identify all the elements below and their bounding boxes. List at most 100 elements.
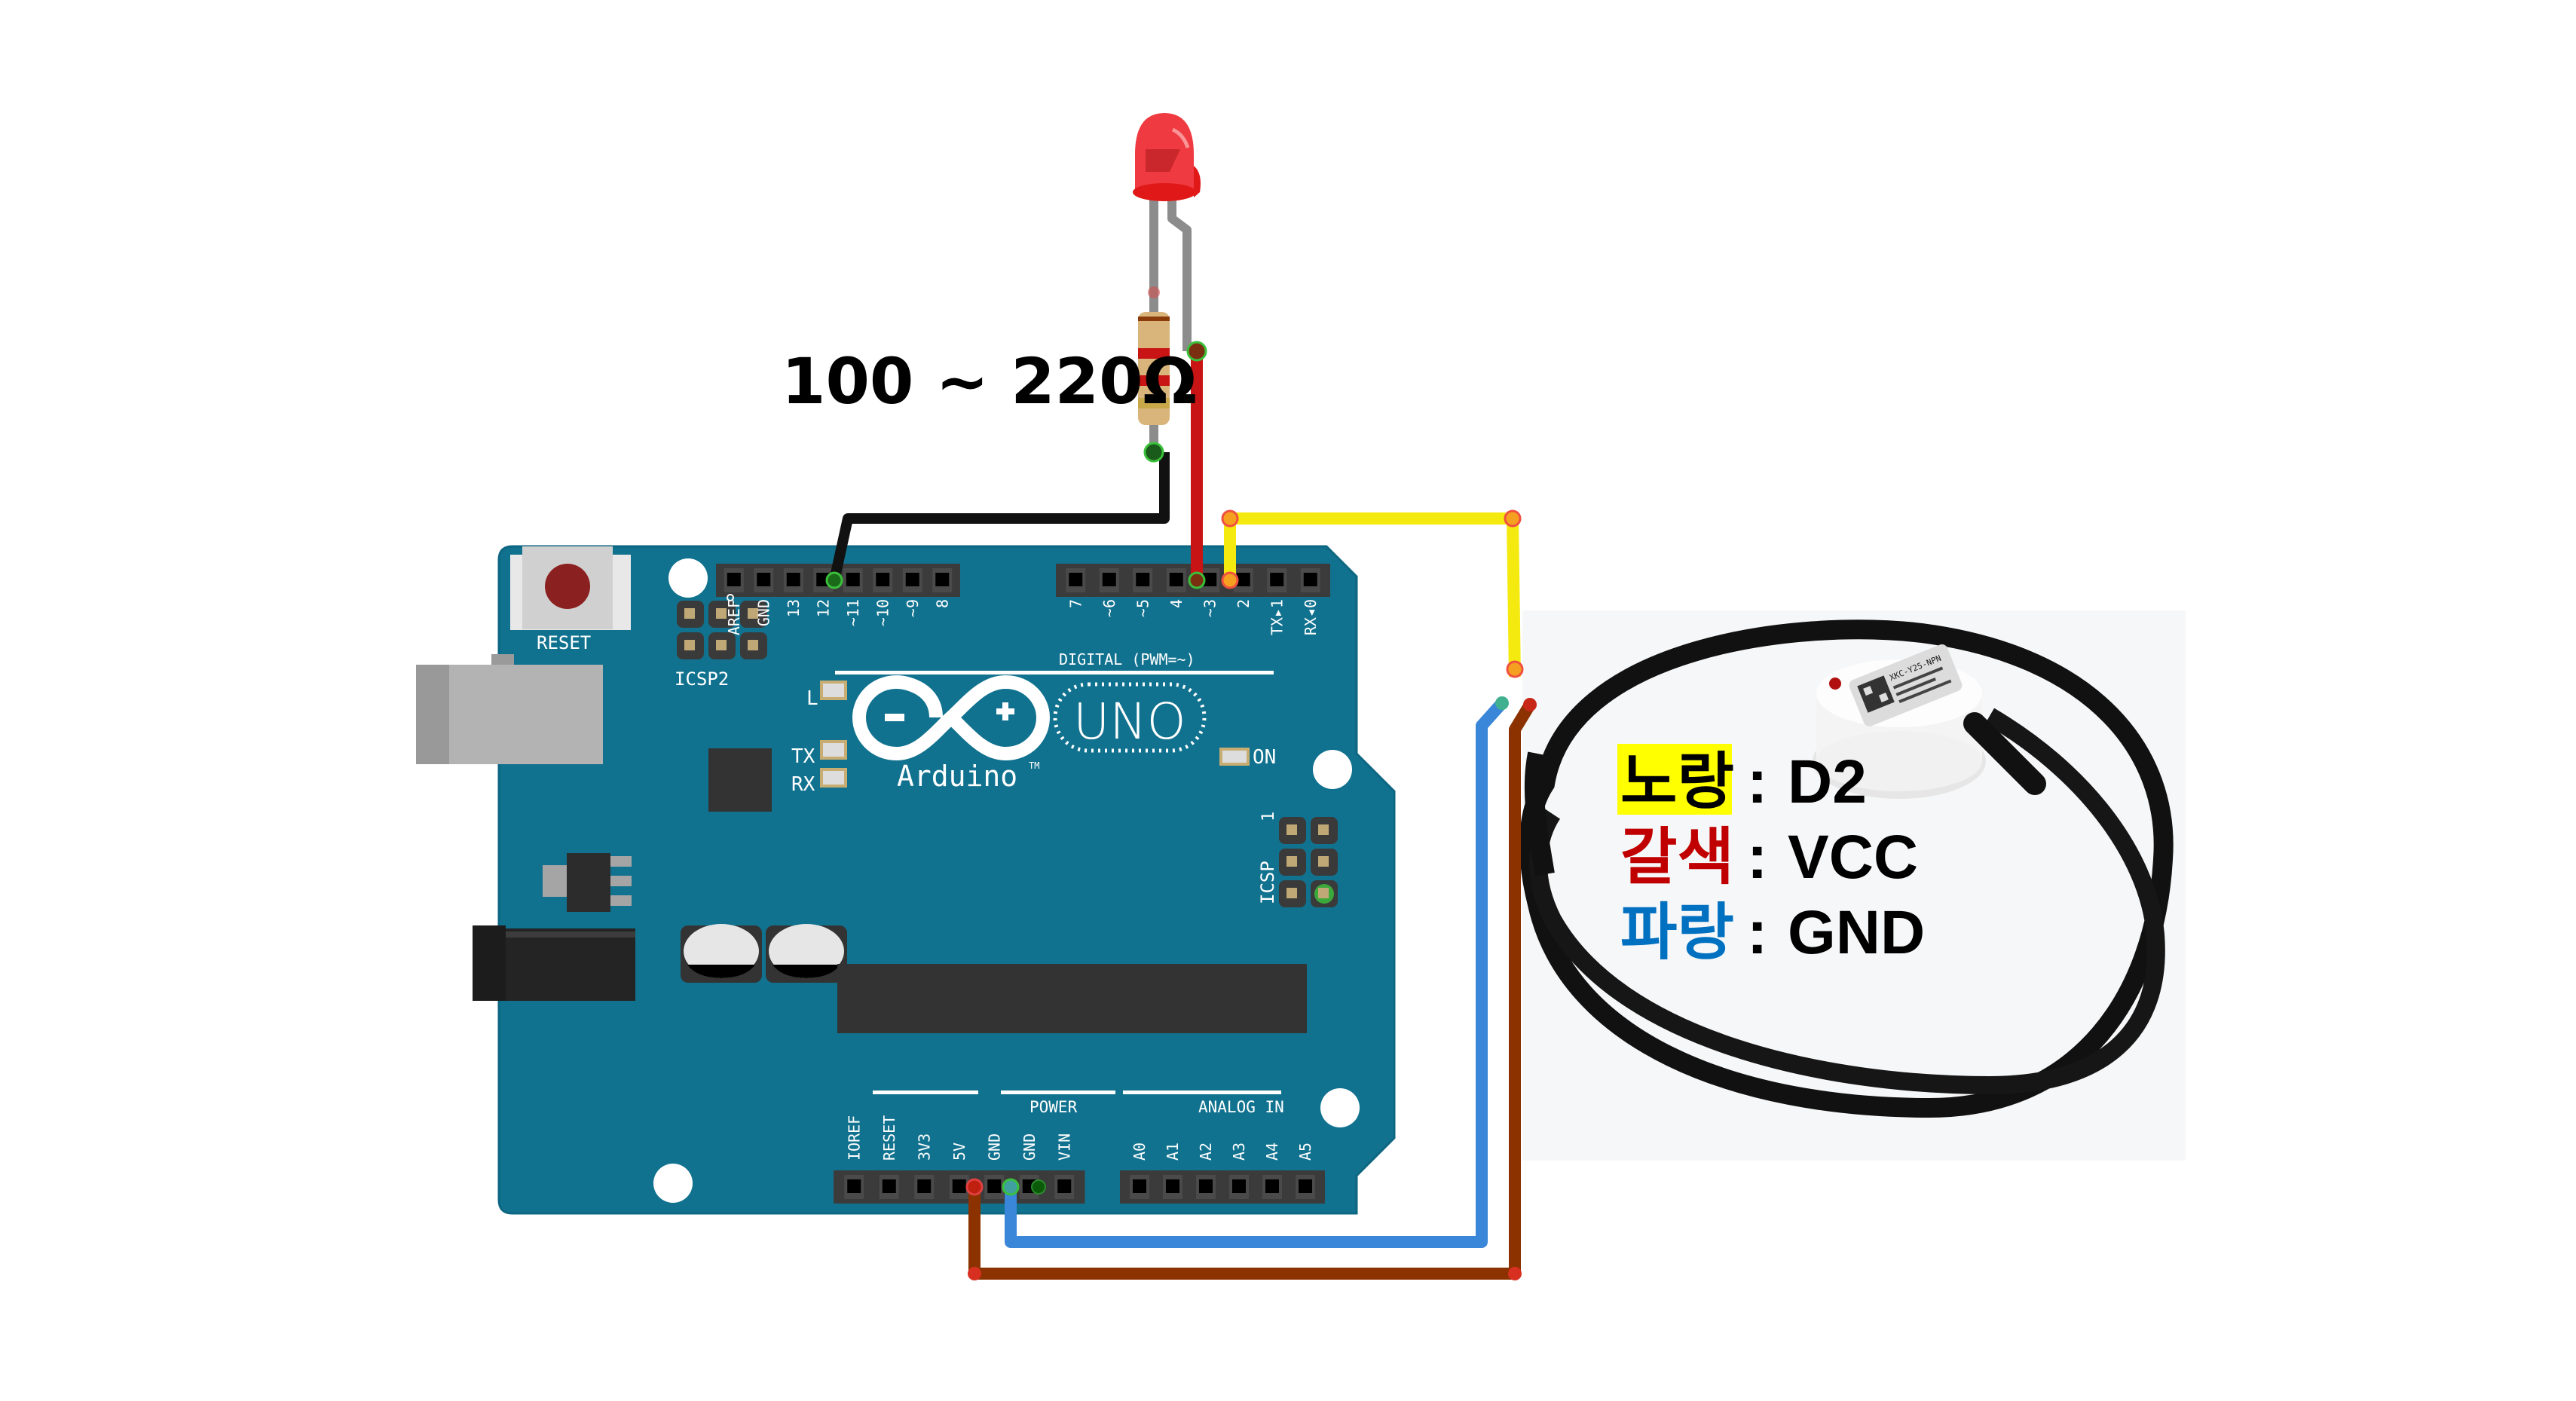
atmega-chip	[837, 964, 1307, 1033]
pin-label: 4	[1167, 599, 1186, 608]
icsp-pin[interactable]	[684, 608, 695, 619]
sensor-cable-loop-inner	[1529, 708, 2165, 1095]
power-header-title: POWER	[1029, 1098, 1078, 1116]
pin-label: GND	[1020, 1133, 1039, 1161]
socket-hole	[1069, 573, 1083, 586]
pin-label: ~10	[873, 599, 892, 626]
icsp-pin[interactable]	[716, 640, 727, 650]
reset-button[interactable]	[510, 546, 631, 630]
socket-hole	[917, 1179, 932, 1193]
trademark: TM	[1029, 760, 1039, 771]
pin-contact-gnd-power	[1002, 1178, 1020, 1196]
pin-label: 7	[1066, 599, 1085, 608]
wire-joint	[1504, 509, 1522, 528]
analog-header-title: ANALOG IN	[1198, 1098, 1284, 1116]
icsp-pin[interactable]	[1286, 824, 1297, 835]
pin-contact-gnd2	[1031, 1179, 1046, 1195]
pin-label: A1	[1164, 1143, 1182, 1161]
mounting-hole	[1313, 750, 1352, 789]
pin-label: ~11	[844, 599, 862, 626]
pin-label: ~3	[1201, 599, 1219, 617]
icsp-pin[interactable]	[684, 640, 695, 650]
led-label-on: ON	[1253, 746, 1276, 769]
socket-hole	[1199, 1179, 1213, 1193]
resistor-value-label: 100 ~ 220Ω	[782, 344, 1197, 418]
pin-label: GND	[754, 599, 772, 626]
led-and-resistor: 100 ~ 220Ω	[782, 113, 1207, 463]
silkscreen-line	[873, 1091, 978, 1094]
wires	[825, 351, 1537, 1280]
socket-hole	[727, 573, 741, 586]
pin-label: 12	[814, 599, 832, 617]
pin-label: A0	[1130, 1143, 1149, 1161]
sensor-body: XKC-Y25-NPN	[1813, 644, 2046, 799]
icsp-pin[interactable]	[1318, 888, 1329, 898]
socket-hole	[1203, 573, 1217, 586]
pin-label: VIN	[1055, 1133, 1073, 1161]
socket-hole	[1265, 1179, 1279, 1193]
legend-blue-name: 파랑	[1620, 898, 1734, 967]
socket-hole	[1169, 573, 1183, 586]
wire-end-brown	[1523, 698, 1537, 711]
sensor-cable-lead	[1524, 751, 1555, 876]
icsp-pin[interactable]	[748, 640, 758, 650]
led-l	[820, 681, 847, 700]
icsp-pin1-label: 1	[1259, 812, 1278, 821]
pin-label: 2	[1234, 599, 1253, 608]
mounting-hole	[1320, 1088, 1360, 1127]
socket-hole	[905, 573, 919, 586]
silkscreen-line	[835, 671, 1274, 674]
icsp2-label: ICSP2	[675, 668, 729, 690]
pin-marker	[727, 594, 734, 601]
minus-icon	[885, 714, 904, 721]
icsp-pin[interactable]	[1318, 824, 1329, 835]
icsp-pin[interactable]	[716, 608, 727, 619]
icsp-pin[interactable]	[1286, 856, 1297, 867]
pin-label: 3V3	[915, 1133, 933, 1161]
socket-hole	[1299, 1179, 1312, 1193]
socket-hole	[952, 1179, 966, 1193]
infinity-symbol	[852, 674, 1051, 761]
socket-hole	[1133, 1179, 1146, 1193]
usb-connector	[416, 654, 603, 764]
resistor-wire-junction	[1143, 442, 1164, 463]
mounting-hole	[668, 558, 708, 598]
socket-hole	[1136, 573, 1150, 586]
reset-label: RESET	[537, 632, 591, 653]
socket-hole	[1166, 1179, 1179, 1193]
wire-end-blue	[1495, 696, 1509, 710]
led-rx	[820, 768, 847, 788]
socket-hole	[786, 573, 800, 586]
pin-label: ~9	[904, 599, 922, 617]
sensor-sticker: XKC-Y25-NPN	[1849, 644, 1963, 727]
wire-yellow-d2	[1224, 512, 1521, 678]
wire-end-yellow	[1506, 660, 1524, 678]
pin-label: A3	[1230, 1143, 1248, 1161]
icsp-pin[interactable]	[1318, 856, 1329, 867]
uno-badge	[1053, 682, 1207, 753]
icsp-pin[interactable]	[1286, 888, 1297, 898]
legend-separator: :	[1747, 823, 1767, 892]
socket-hole	[1057, 1179, 1072, 1193]
reset-button-cap[interactable]	[545, 564, 590, 609]
legend-yellow-highlight	[1617, 744, 1732, 815]
pin-label: RESET	[880, 1115, 898, 1161]
sensor-legend: 노랑 : D2 갈색 : VCC 파랑 : GND	[1617, 744, 1925, 967]
legend-blue-pin: GND	[1788, 898, 1925, 967]
icsp-pin[interactable]	[748, 608, 758, 619]
usb-chip	[708, 748, 772, 812]
led-label-l: L	[806, 687, 818, 710]
legend-brown-name: 갈색	[1620, 823, 1734, 892]
pin-label: ~6	[1100, 599, 1118, 617]
led-tx	[820, 740, 847, 760]
wire-black-gnd	[829, 452, 1170, 582]
led-on	[1219, 748, 1250, 766]
pin-label: IOREF	[845, 1115, 863, 1161]
pin-label: TX▸1	[1268, 599, 1286, 635]
resistor-band	[1138, 375, 1170, 386]
legend-yellow-name: 노랑	[1620, 748, 1734, 816]
arduino-uno-board: RESET ICSP2	[416, 545, 1396, 1215]
digital-header-title: DIGITAL (PWM=~)	[1059, 650, 1195, 668]
